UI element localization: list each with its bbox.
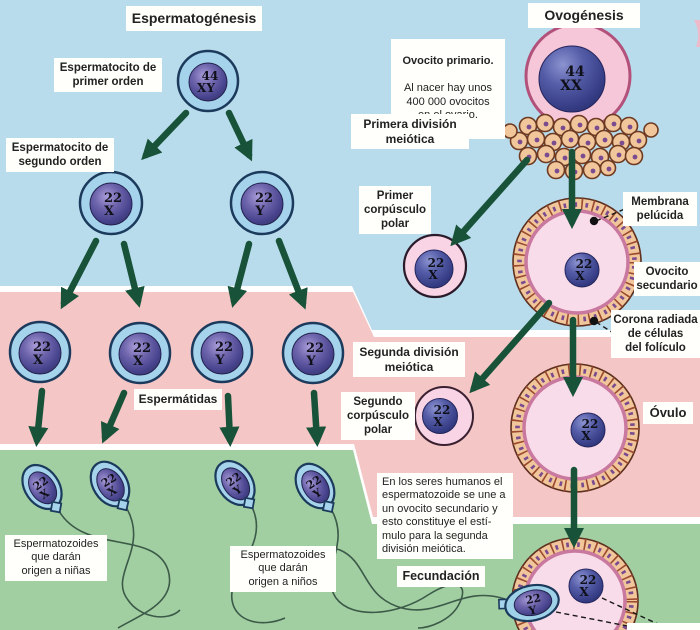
chromosome-sex: Y [214,353,225,368]
sperm-1: 22 X [21,463,63,514]
chromosome-sex: X [428,268,438,282]
secondary-spermatocyte-y-cell: 22 Y [229,170,295,236]
primary-oocyte-label-note: Al nacer hay unos 400 000 ovocitos en el… [403,82,493,121]
chromosome-count: 22 [434,403,451,417]
chromosome-sex: X [133,354,144,369]
chromosome-sex: X [575,269,585,283]
first-meiotic-division-label: Primera división meiótica [351,114,469,150]
spermatid-3-cell: 22 Y [190,320,254,384]
sperm-boys-label: Espermatozoides que darán origen a niños [230,546,336,593]
spermatids-label: Espermátidas [134,389,222,410]
chromosome-count: 22 [215,340,233,355]
division-arrows [28,109,585,549]
chromosome-sex: X [579,585,589,599]
second-polar-body-label: Segundo corpúsculo polar [341,392,415,441]
spermatid-2-cell: 22 X [108,321,172,385]
clipped-label-box [627,623,700,630]
primary-spermatocyte-cell: 44 XY [176,49,240,113]
spermatogenesis-title: Espermatogénesis [126,6,262,32]
corona-radiata-label: Corona radiada de células del folículo [611,310,700,359]
chromosome-sex: X [433,415,443,429]
second-polar-body-cell: 22 X [414,386,474,446]
sperm-girls-label: Espermatozoides que darán origen a niñas [5,535,107,582]
chromosome-count: 22 [255,191,273,206]
primary-oocyte-label-title: Ovocito primario. [402,55,494,68]
fertilized-ovum-cell: 22 X 22 Y [498,537,639,630]
second-order-spermatocyte-label: Espermatocito de segundo orden [6,138,114,173]
chromosome-count: 22 [428,256,445,270]
first-order-spermatocyte-label: Espermatocito de primer orden [54,58,162,93]
chromosome-sex: Y [305,354,316,369]
chromosome-sex: X [581,429,591,443]
chromosome-count: 22 [104,191,122,206]
first-polar-body-label: Primer corpúsculo polar [359,186,431,235]
chromosome-count: 22 [582,417,599,431]
follicle-cell-cluster [502,113,659,181]
chromosome-count: 22 [306,341,324,356]
spermatid-4-cell: 22 Y [281,321,345,385]
chromosome-sex: XY [197,81,215,95]
chromosome-sex: X [33,353,44,368]
fertilization-note: En los seres humanos el espermatozoide s… [377,473,513,560]
first-polar-body-cell: 22 X [402,233,468,299]
second-meiotic-division-label: Segunda división meiótica [353,342,465,378]
sperm-2: 22 X [89,460,131,512]
oogenesis-title: Ovogénesis [528,3,640,29]
fertilization-label: Fecundación [397,566,485,588]
zona-pellucida-label: Membrana pelúcida [623,192,697,227]
chromosome-count: 44 [202,69,219,83]
corner-artifact [694,20,700,47]
corona-pointer-dot [589,316,599,326]
chromosome-count: 22 [580,573,597,587]
chromosome-sex: Y [254,204,265,219]
zona-pointer-dot [589,216,599,226]
secondary-oocyte-cell: 22 X [512,197,642,327]
chromosome-count: 44 [565,64,585,80]
chromosome-sex: XX [560,78,582,94]
sperm-4: 22 Y [294,462,336,513]
chromosome-count: 22 [524,591,542,607]
primary-oocyte-cell: 44 XX [524,22,632,130]
secondary-spermatocyte-x-cell: 22 X [78,170,144,236]
fertilizing-sperm-head: 22 Y [498,583,560,623]
secondary-oocyte-label: Ovocito secundario [634,262,700,297]
chromosome-count: 22 [576,257,593,271]
chromosome-sex: X [104,204,115,219]
chromosome-count: 22 [133,341,151,356]
chromosome-sex: Y [526,603,538,618]
sperm-3: 22 Y [214,459,256,510]
chromosome-count: 22 [33,340,51,355]
spermatid-1-cell: 22 X [8,320,72,384]
ovum-label: Óvulo [643,402,693,424]
